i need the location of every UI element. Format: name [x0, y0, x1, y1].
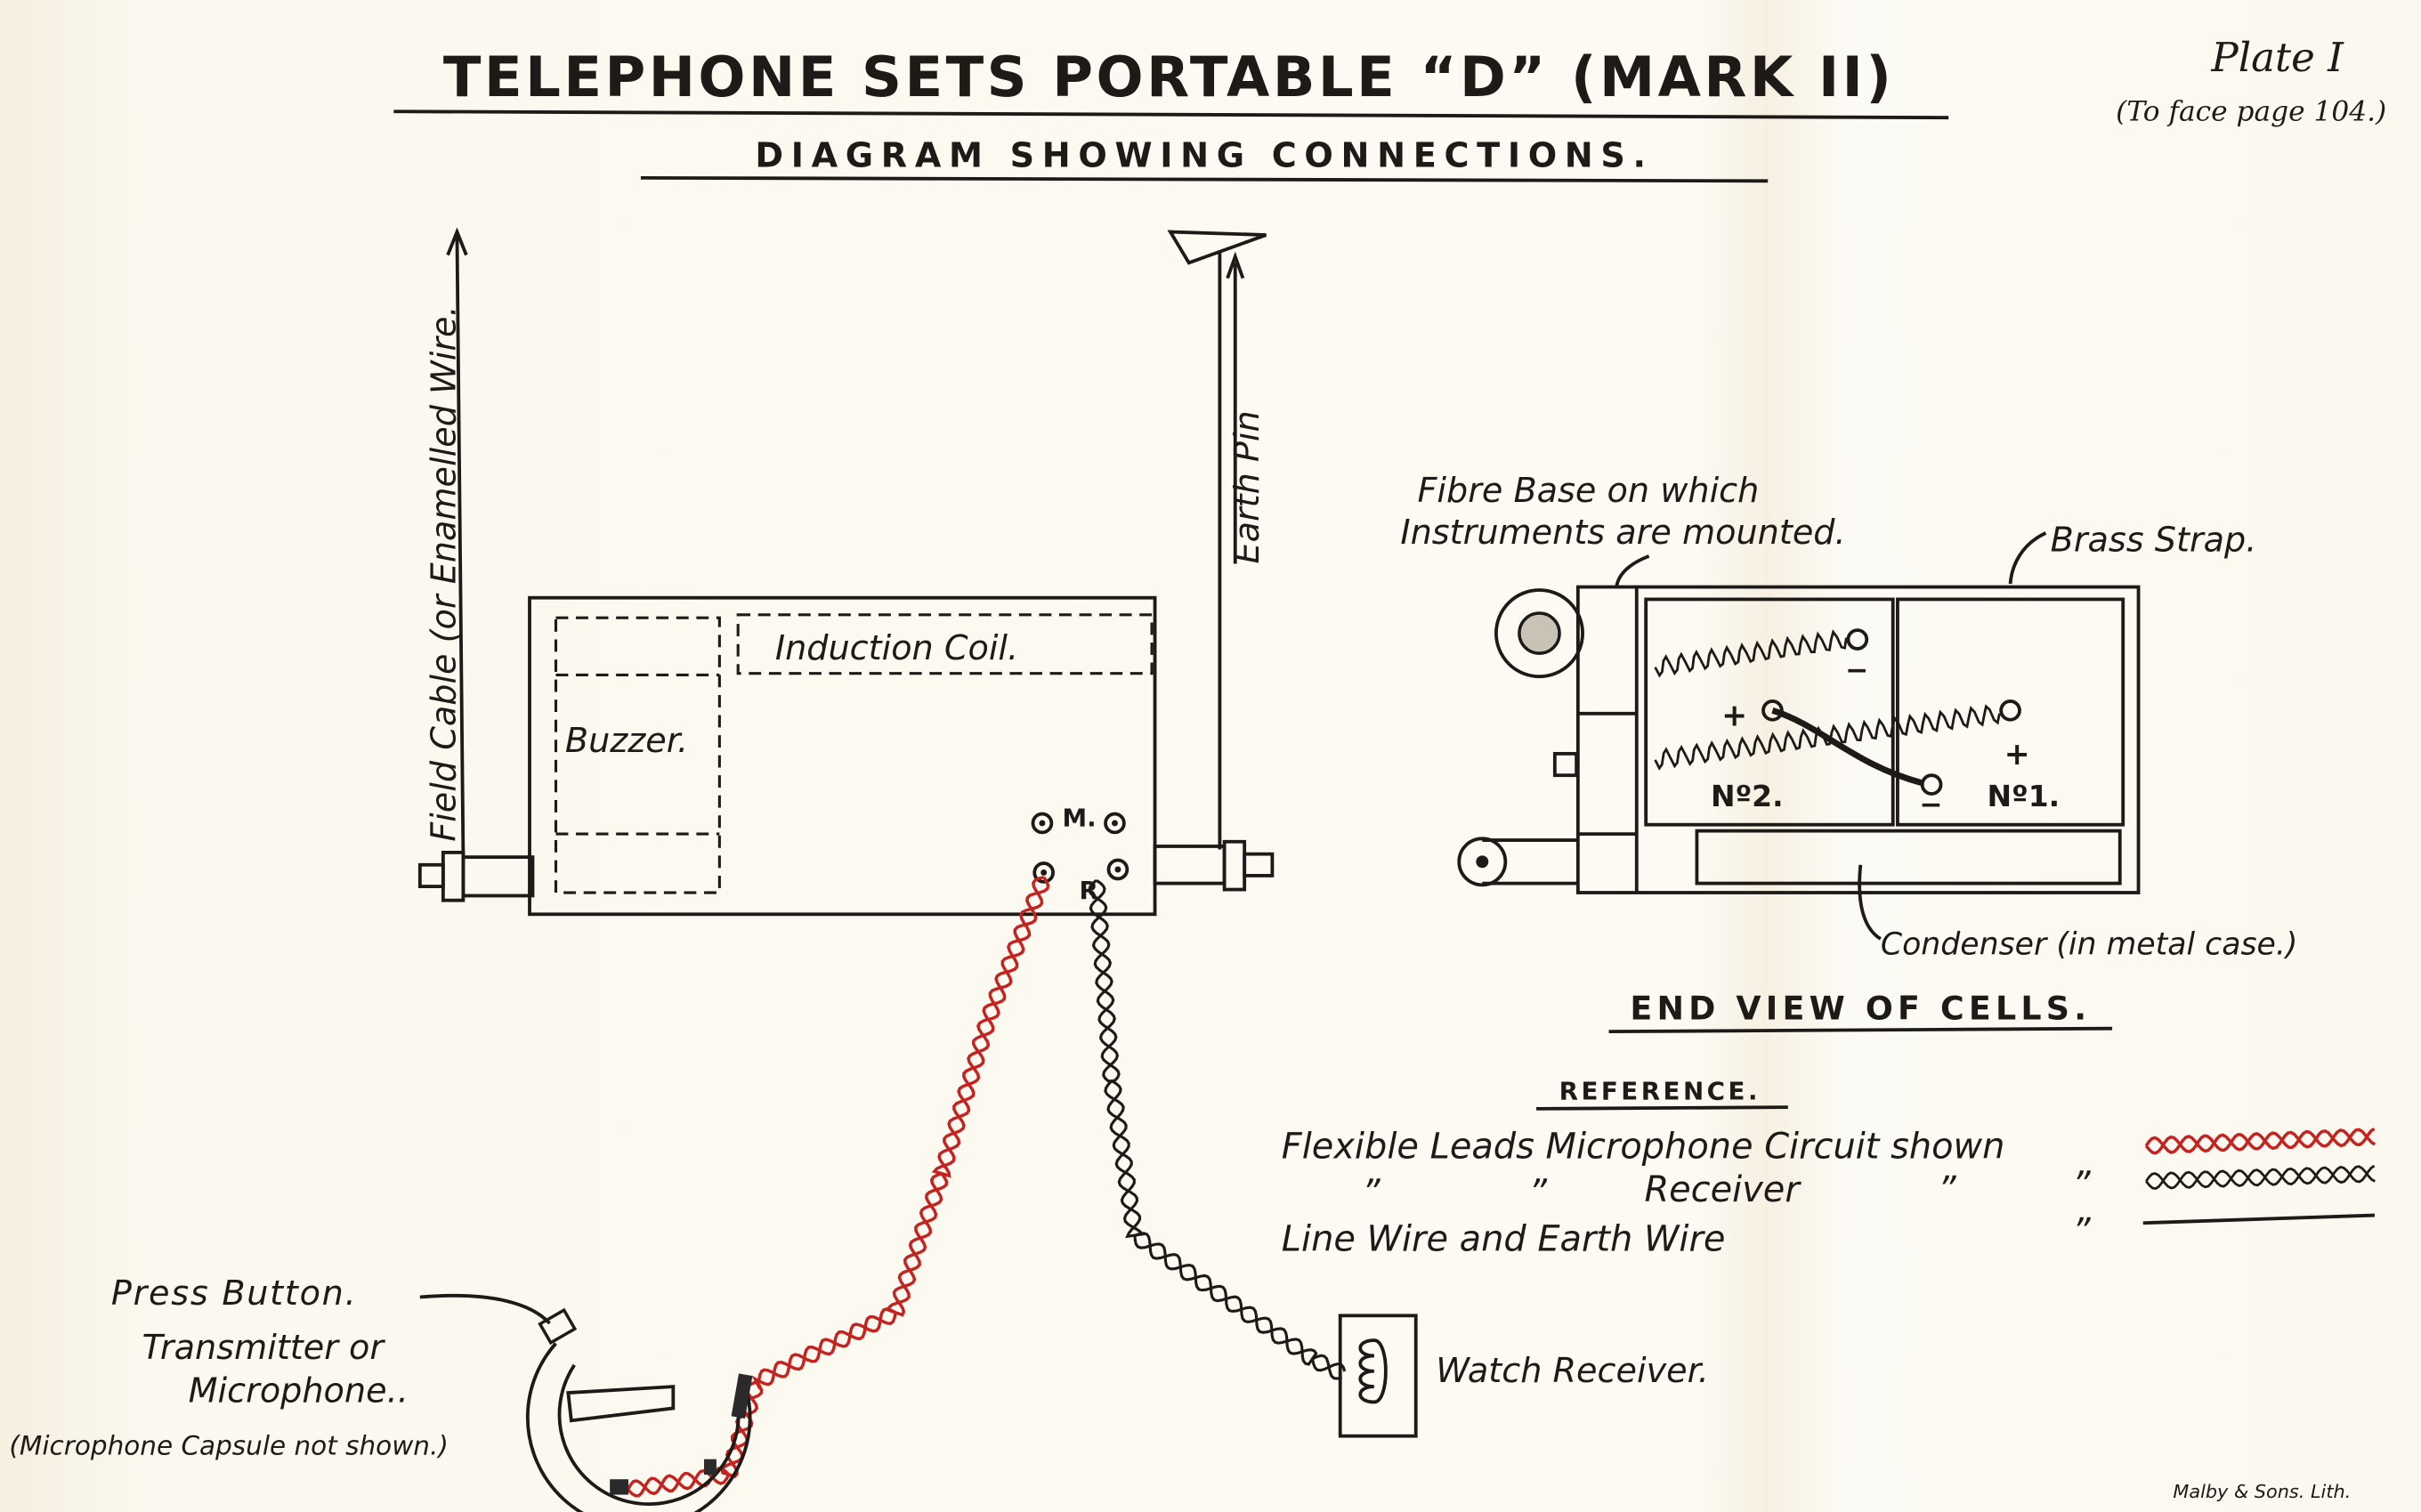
transmitter-label: Transmitter or	[142, 1328, 386, 1367]
cell2-label: Nº2.	[1711, 779, 1784, 813]
arrow-icon	[446, 227, 468, 256]
watch-receiver-label: Watch Receiver.	[1436, 1351, 1709, 1390]
imprint: Malby & Sons. Lith.	[2173, 1481, 2351, 1502]
press-button-label: Press Button.	[111, 1273, 358, 1313]
legend-black-line	[2145, 1164, 2376, 1191]
coil	[1654, 704, 2001, 771]
microphone-lead-red	[623, 875, 1045, 1498]
induction-coil-label: Induction Coil.	[775, 628, 1018, 667]
ditto-mark: ”	[1938, 1169, 1956, 1210]
earth-pin-icon	[1167, 230, 1267, 265]
field-cable-label: Field Cable (or Enamelled Wire.	[425, 305, 464, 841]
end-view-heading: END VIEW OF CELLS.	[1630, 989, 2091, 1027]
condenser	[1695, 829, 2122, 885]
binding-post-left	[417, 851, 535, 902]
ditto-mark: ”	[1528, 1172, 1547, 1213]
buzzer-label: Buzzer.	[565, 721, 688, 760]
field-cable-wire	[455, 235, 466, 858]
watch-receiver-icon	[1338, 1314, 1418, 1438]
binding-post-right	[1153, 839, 1275, 892]
ditto-mark: ”	[2072, 1211, 2091, 1252]
receiver-lead	[1088, 879, 1347, 1372]
title-underline	[393, 109, 1949, 120]
cell1-minus: −	[1919, 789, 1942, 821]
induction-coil-outline	[736, 613, 1154, 675]
plate-number: Plate I	[2210, 34, 2344, 81]
fibre-base-label-2: Instruments are mounted.	[1400, 513, 1845, 552]
ditto-mark: ”	[1362, 1172, 1381, 1213]
brass-strap-label: Brass Strap.	[2051, 521, 2257, 560]
terminal-m-label: M.	[1062, 803, 1096, 832]
reference-row-1-label: Flexible Leads Microphone Circuit shown	[1282, 1126, 2005, 1167]
buzzer-outline	[554, 616, 721, 894]
reference-row-3-label: Line Wire and Earth Wire	[1282, 1218, 1726, 1259]
cell1-plus: +	[2004, 737, 2030, 772]
press-button-pointer	[419, 1293, 551, 1325]
terminals	[1031, 812, 1130, 884]
fibre-base-label-1: Fibre Base on which	[1417, 471, 1759, 510]
subtitle: DIAGRAM SHOWING CONNECTIONS.	[755, 136, 1653, 175]
microphone-lever	[566, 1385, 676, 1423]
plate-note: (To face page 104.)	[2116, 96, 2386, 128]
knob-icon	[1494, 588, 1584, 679]
end-view-cells	[1457, 585, 2141, 894]
microphone-lead-red	[624, 876, 1050, 1496]
receiver-lead	[1089, 878, 1343, 1380]
capsule-note: (Microphone Capsule not shown.)	[9, 1430, 448, 1460]
cell1-label: Nº1.	[1988, 779, 2061, 813]
press-button-icon	[538, 1307, 578, 1346]
cell2-plus: +	[1721, 699, 1747, 734]
instrument-box	[528, 595, 1157, 917]
reference-heading: REFERENCE.	[1559, 1076, 1761, 1105]
microphone	[525, 1307, 753, 1512]
flexible-leads	[623, 875, 1347, 1498]
legend-red-line	[2144, 1127, 2376, 1155]
legend-black-line	[2145, 1165, 2376, 1190]
cell2-minus: −	[1845, 655, 1868, 687]
coil	[1654, 629, 1848, 678]
arrow-icon	[1226, 251, 1245, 279]
subtitle-underline	[640, 175, 1769, 183]
microphone-label: Microphone..	[189, 1371, 409, 1410]
cell-1	[1896, 597, 2125, 827]
earth-pin-label: Earth Pin	[1227, 410, 1267, 563]
reference-legend-lines	[2144, 1127, 2376, 1191]
cell-coils	[1654, 629, 2001, 771]
legend-plain-line	[2142, 1213, 2376, 1225]
legend-red-line	[2144, 1128, 2376, 1154]
cell-2	[1644, 597, 1895, 827]
reference-row-2-label: Receiver	[1644, 1169, 1802, 1210]
condenser-label: Condenser (in metal case.)	[1881, 926, 2298, 962]
title: TELEPHONE SETS PORTABLE “D” (MARK II)	[443, 44, 1894, 109]
ditto-mark: ”	[2072, 1165, 2091, 1206]
